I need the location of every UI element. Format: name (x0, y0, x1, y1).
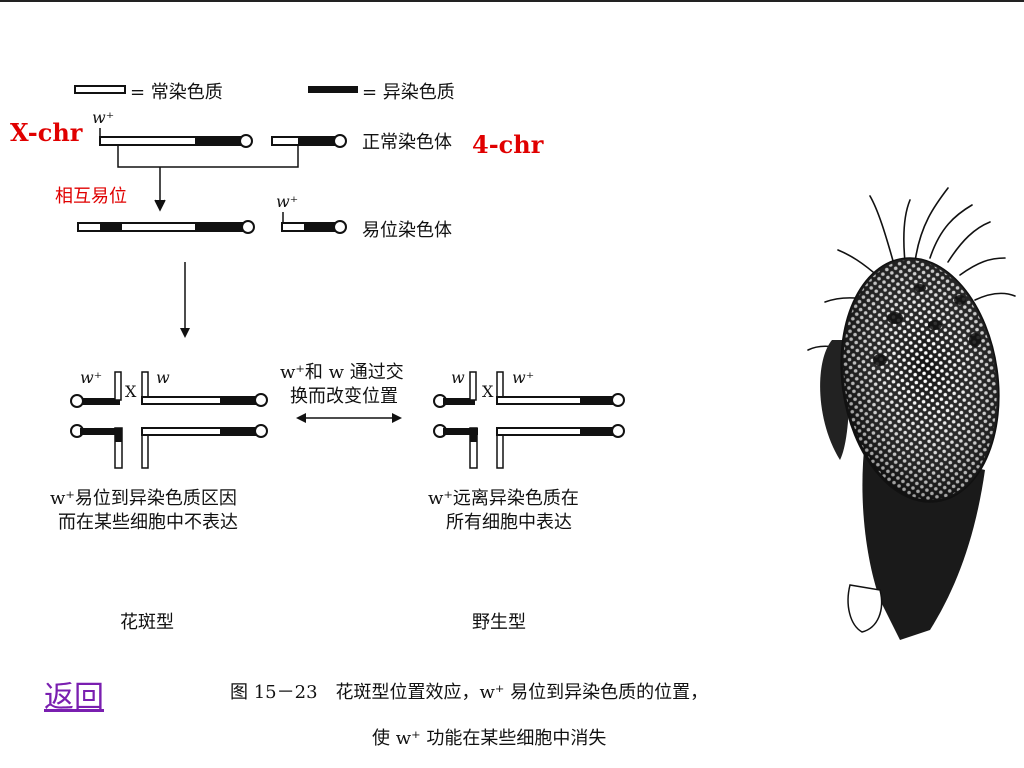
down-arrow (180, 262, 190, 338)
normal-x-chromosome (99, 128, 253, 148)
left-description-line2: 而在某些细胞中不表达 (58, 512, 238, 533)
translocated-long-chromosome (77, 220, 255, 234)
right-description-line1: w⁺远离异染色质在 (428, 488, 579, 509)
right-description-line2: 所有细胞中表达 (446, 512, 572, 533)
w-plus-label-x: w⁺ (92, 108, 115, 127)
crossover-note-line2: 换而改变位置 (290, 386, 398, 407)
back-link[interactable]: 返回 (44, 680, 104, 715)
left-synapsis-top (70, 371, 268, 408)
legend-euchromatin-label: = 常染色质 (130, 82, 223, 103)
w-label-right: w (451, 368, 465, 387)
variegated-type-label: 花斑型 (120, 612, 174, 633)
w-plus-label-translocated: w⁺ (276, 192, 299, 211)
exchange-double-arrow (296, 413, 402, 423)
w-plus-label-right: w⁺ (512, 368, 535, 387)
figure-caption-line2: 使 w⁺ 功能在某些细胞中消失 (372, 728, 607, 749)
cross-symbol-left: X (125, 382, 137, 401)
w-label-left: w (156, 368, 170, 387)
w-plus-label-left: w⁺ (80, 368, 103, 387)
crossover-note-line1: w⁺和 w 通过交 (280, 362, 404, 383)
normal-4-chromosome (271, 134, 347, 148)
translocation-bracket (117, 146, 299, 212)
cross-symbol-right: X (482, 382, 494, 401)
x-chromosome-label: X-chr (10, 118, 83, 147)
translocated-short-chromosome (281, 212, 347, 234)
left-synapsis-bottom (70, 424, 268, 469)
fly-eye-illustration (807, 187, 1016, 640)
wild-type-label: 野生型 (472, 612, 526, 633)
figure-caption-line1: 图 15－23 花斑型位置效应，w⁺ 易位到异染色质的位置， (230, 682, 709, 703)
right-synapsis-bottom (433, 424, 625, 469)
left-description-line1: w⁺易位到异染色质区因 (50, 488, 237, 509)
right-synapsis-top (433, 371, 625, 408)
legend-heterochromatin-label: = 异染色质 (362, 82, 455, 103)
reciprocal-translocation-label: 相互易位 (55, 186, 127, 207)
normal-chromosome-label: 正常染色体 (362, 132, 452, 153)
translocated-chromosome-label: 易位染色体 (362, 220, 452, 241)
top-border-line (0, 0, 1024, 2)
chr4-label: 4-chr (472, 130, 544, 159)
legend-heterochromatin-swatch (308, 86, 358, 93)
legend-euchromatin-swatch (74, 85, 126, 94)
